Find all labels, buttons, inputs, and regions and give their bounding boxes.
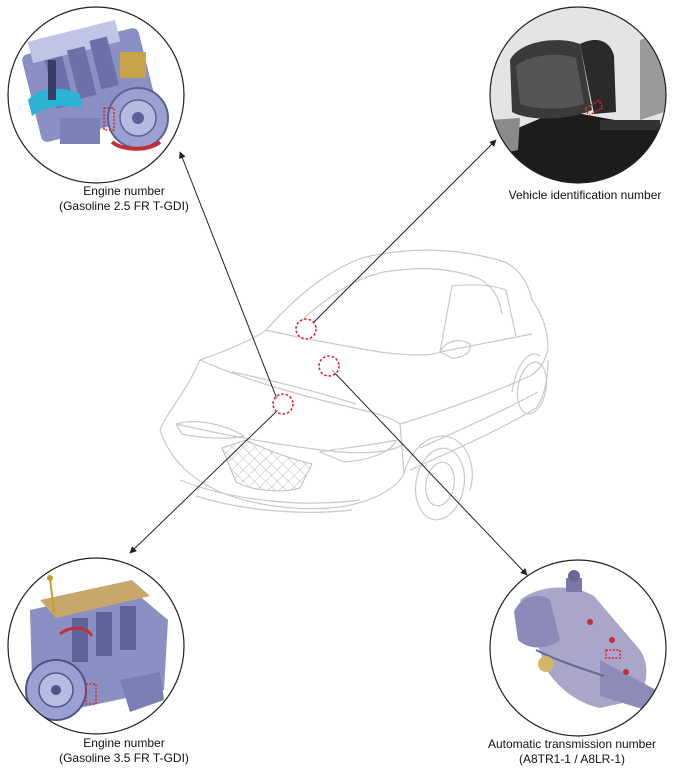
- transmission-number-marker: [605, 649, 621, 659]
- engine-35-caption-line2: (Gasoline 3.5 FR T-GDI): [59, 751, 189, 765]
- arrow-to-transmission: [331, 369, 528, 576]
- transmission-caption-line2: (A8TR1-1 / A8LR-1): [518, 752, 626, 766]
- marker-vin: [295, 318, 317, 340]
- transmission-caption: Automatic transmission number (A8TR1-1 /…: [462, 737, 682, 767]
- engine-35-caption-line1: Engine number: [83, 736, 165, 750]
- car-outline: [159, 249, 549, 521]
- vin-thumbnail: [489, 6, 667, 184]
- arrow-to-engine-25: [179, 151, 278, 400]
- engine-35-caption: Engine number (Gasoline 3.5 FR T-GDI): [14, 736, 234, 766]
- engine-icon: [22, 20, 169, 151]
- engine-35-thumbnail: [7, 557, 185, 735]
- transmission-thumbnail: [489, 559, 667, 737]
- transmission-caption-line1: Automatic transmission number: [487, 737, 657, 751]
- transmission-icon: [514, 570, 656, 712]
- marker-transmission: [318, 355, 340, 377]
- engine-25-caption-line2: (Gasoline 2.5 FR T-GDI): [59, 199, 189, 213]
- callout-arrows: [129, 139, 528, 576]
- engine-icon: [25, 575, 168, 721]
- engine-number-marker: [85, 683, 97, 705]
- car-grille: [221, 439, 313, 492]
- engine-25-caption: Engine number (Gasoline 2.5 FR T-GDI): [14, 184, 234, 214]
- engine-number-marker: [103, 107, 115, 131]
- vin-caption-line1: Vehicle identification number: [508, 188, 662, 202]
- vin-caption: Vehicle identification number: [475, 188, 695, 203]
- arrow-to-engine-35: [129, 409, 279, 554]
- engine-25-thumbnail: [7, 6, 185, 184]
- car-seat-floor-icon: [490, 7, 666, 183]
- marker-engine: [272, 393, 294, 415]
- location-markers: [272, 318, 340, 415]
- engine-25-caption-line1: Engine number: [83, 184, 165, 198]
- arrow-to-vin: [312, 139, 497, 324]
